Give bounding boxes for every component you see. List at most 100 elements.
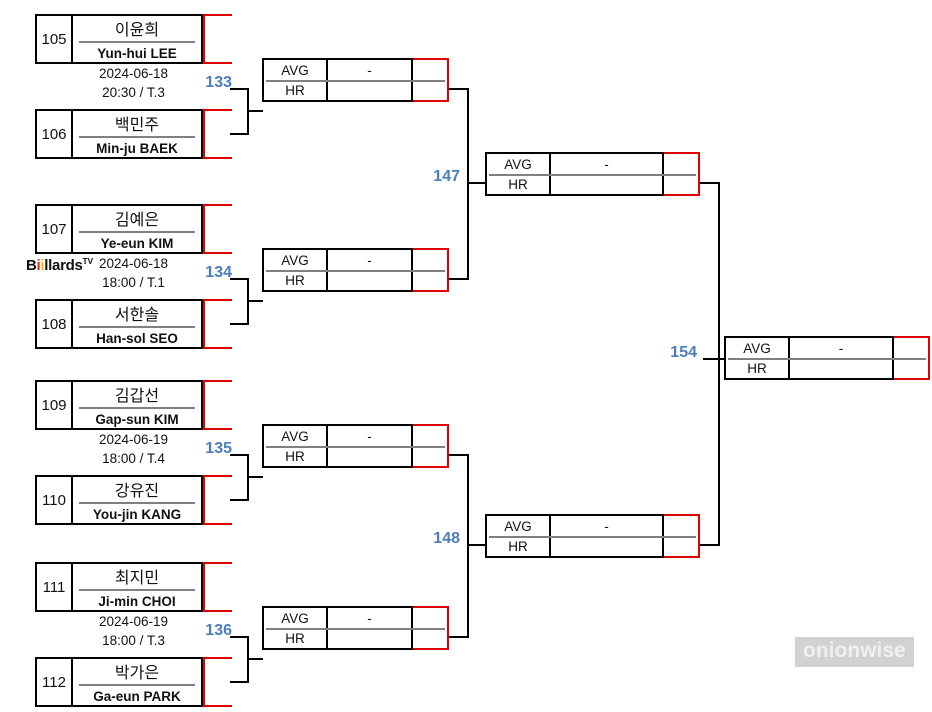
result-divider — [489, 536, 696, 538]
winner-cell[interactable] — [664, 514, 700, 558]
logo-ards: ards — [52, 257, 83, 274]
player-name-en: You-jin KANG — [92, 506, 182, 522]
score-cell[interactable] — [203, 299, 232, 349]
hr-label: HR — [508, 176, 528, 192]
avg-label: AVG — [504, 518, 532, 534]
player-name-en: Ga-eun PARK — [93, 688, 181, 704]
connector-line — [230, 278, 249, 280]
player-name-kr: 김예은 — [114, 212, 160, 229]
match-number[interactable]: 134 — [205, 264, 232, 281]
player-box[interactable]: 106 백민주 Min-ju BAEK — [35, 109, 232, 159]
match-schedule: 2024-06-18 18:00 / T.1 — [35, 254, 232, 292]
winner-cell[interactable] — [894, 336, 930, 380]
match-time-table: 18:00 / T.1 — [102, 275, 165, 290]
seed-number: 105 — [37, 16, 73, 62]
winner-cell[interactable] — [413, 606, 449, 650]
winner-cell[interactable] — [413, 248, 449, 292]
result-divider — [266, 270, 445, 272]
onionwise-watermark: onionwise — [795, 637, 914, 667]
player-name-en: Gap-sun KIM — [95, 411, 179, 427]
match-time-table: 18:00 / T.4 — [102, 451, 165, 466]
match-number[interactable]: 136 — [205, 622, 232, 639]
player-box[interactable]: 105 이윤희 Yun-hui LEE — [35, 14, 232, 64]
player-name-kr: 최지민 — [114, 570, 160, 587]
name-divider — [79, 684, 195, 686]
match-date: 2024-06-18 — [98, 66, 169, 81]
match-number[interactable]: 154 — [670, 344, 697, 361]
connector-line — [703, 358, 725, 360]
connector-line — [230, 454, 249, 456]
score-cell[interactable] — [203, 657, 232, 707]
winner-cell[interactable] — [413, 424, 449, 468]
player-box[interactable]: 111 최지민 Ji-min CHOI — [35, 562, 232, 612]
connector-line — [700, 182, 720, 184]
score-cell[interactable] — [203, 562, 232, 612]
connector-line — [718, 182, 720, 546]
result-box[interactable]: AVG HR - — [262, 58, 449, 102]
player-names: 박가은 Ga-eun PARK — [73, 659, 203, 705]
seed-number: 108 — [37, 301, 73, 347]
avg-value: - — [604, 156, 609, 172]
hr-value — [551, 536, 662, 556]
score-cell[interactable] — [203, 14, 232, 64]
result-divider — [489, 174, 696, 176]
logo-dot-red: i — [36, 257, 41, 274]
connector-line — [700, 544, 720, 546]
seed-number: 109 — [37, 382, 73, 428]
result-divider — [266, 80, 445, 82]
connector-line — [467, 88, 469, 280]
logo-ll: ll — [44, 257, 53, 274]
result-box[interactable]: AVG HR - — [485, 514, 700, 558]
hr-value — [328, 80, 411, 100]
player-name-kr: 강유진 — [114, 483, 160, 500]
player-box[interactable]: 110 강유진 You-jin KANG — [35, 475, 232, 525]
player-box[interactable]: 109 김갑선 Gap-sun KIM — [35, 380, 232, 430]
avg-label: AVG — [743, 340, 771, 356]
avg-label: AVG — [281, 428, 309, 444]
seed-number: 110 — [37, 477, 73, 523]
hr-label: HR — [285, 448, 305, 464]
logo-dot-yellow: i — [40, 257, 45, 274]
score-cell[interactable] — [203, 380, 232, 430]
avg-value: - — [367, 252, 372, 268]
match-date: 2024-06-18 — [98, 256, 169, 271]
result-box-final[interactable]: AVG HR - — [724, 336, 930, 380]
result-divider — [266, 628, 445, 630]
player-name-en: Han-sol SEO — [96, 330, 178, 346]
score-cell[interactable] — [203, 475, 232, 525]
hr-value — [551, 174, 662, 194]
match-time-table: 18:00 / T.3 — [102, 633, 165, 648]
hr-label: HR — [285, 272, 305, 288]
score-cell[interactable] — [203, 109, 232, 159]
player-box[interactable]: 107 김예은 Ye-eun KIM — [35, 204, 232, 254]
connector-line — [449, 636, 469, 638]
connector-line — [449, 454, 469, 456]
player-names: 백민주 Min-ju BAEK — [73, 111, 203, 157]
winner-cell[interactable] — [413, 58, 449, 102]
connector-line — [247, 658, 263, 660]
match-number[interactable]: 133 — [205, 74, 232, 91]
hr-label: HR — [285, 630, 305, 646]
match-number[interactable]: 148 — [433, 530, 460, 547]
avg-value: - — [367, 428, 372, 444]
result-box[interactable]: AVG HR - — [262, 606, 449, 650]
player-box[interactable]: 108 서한솔 Han-sol SEO — [35, 299, 232, 349]
match-number[interactable]: 135 — [205, 440, 232, 457]
name-divider — [79, 136, 195, 138]
score-cell[interactable] — [203, 204, 232, 254]
hr-value — [328, 628, 411, 648]
avg-label: AVG — [281, 610, 309, 626]
result-box[interactable]: AVG HR - — [485, 152, 700, 196]
match-number[interactable]: 147 — [433, 168, 460, 185]
avg-value: - — [367, 62, 372, 78]
hr-value — [328, 270, 411, 290]
result-box[interactable]: AVG HR - — [262, 424, 449, 468]
result-box[interactable]: AVG HR - — [262, 248, 449, 292]
name-divider — [79, 231, 195, 233]
logo-b: B — [26, 257, 37, 274]
winner-cell[interactable] — [664, 152, 700, 196]
player-name-en: Yun-hui LEE — [97, 45, 177, 61]
player-box[interactable]: 112 박가은 Ga-eun PARK — [35, 657, 232, 707]
match-schedule: 2024-06-19 18:00 / T.4 — [35, 430, 232, 468]
player-name-en: Min-ju BAEK — [96, 140, 178, 156]
